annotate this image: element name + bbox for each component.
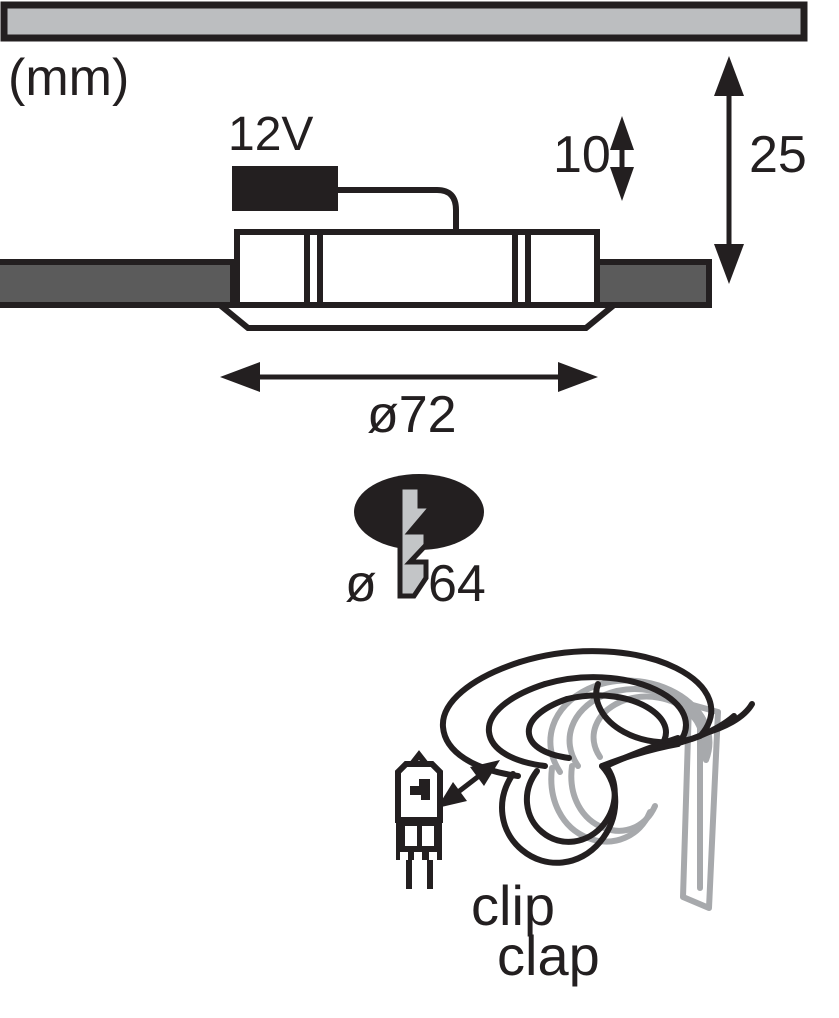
- ceiling-slab-right: [594, 259, 712, 308]
- spring-clip-icon: [439, 648, 755, 911]
- dimension-arrow-10-top: [610, 116, 634, 150]
- dimension-label-25: 25: [749, 126, 807, 184]
- dimension-arrow-72-right: [558, 362, 598, 392]
- transformer-box-icon: [232, 166, 338, 211]
- clip-label: clip: [471, 874, 555, 937]
- cable-icon: [334, 187, 459, 232]
- dimension-label-72: ø72: [367, 386, 457, 444]
- clap-label: clap: [497, 924, 600, 987]
- cutout-diameter-value: 64: [428, 555, 486, 613]
- fixture-body: [234, 229, 600, 308]
- dimension-arrow-25-bottom: [714, 244, 744, 284]
- dimension-arrow-25-top: [714, 56, 744, 96]
- dimension-arrow-10-bottom: [610, 167, 634, 201]
- double-headed-motion-arrow: [437, 760, 500, 808]
- fixture-bezel: [218, 302, 616, 331]
- voltage-label: 12V: [228, 108, 313, 161]
- top-ceiling-bar: [0, 1, 808, 42]
- halogen-bulb-icon: [395, 750, 443, 889]
- dimension-label-10: 10: [553, 126, 611, 184]
- unit-label: (mm): [8, 49, 129, 107]
- ceiling-slab-left: [0, 259, 236, 308]
- dimension-arrow-72-left: [220, 362, 260, 392]
- lightning-bolt-icon: [397, 484, 438, 599]
- cutout-diameter-symbol: ø: [345, 555, 377, 613]
